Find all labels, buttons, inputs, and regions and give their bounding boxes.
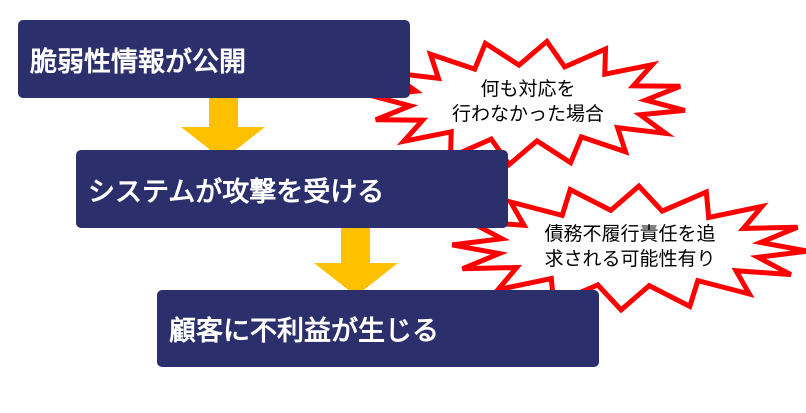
step-label-3: 顧客に不利益が生じる (169, 316, 439, 347)
callout-2-line-1: 債務不履行責任を追 (544, 223, 716, 245)
step-box-1: 脆弱性情報が公開 (18, 20, 410, 98)
down-arrow-1 (181, 90, 265, 160)
callout-1-line-2: 行わなかった場合 (451, 103, 604, 125)
step-label-1: 脆弱性情報が公開 (30, 46, 246, 78)
callout-2-line-2: 求される可能性有り (544, 248, 716, 270)
step-box-2: システムが攻撃を受ける (76, 150, 508, 228)
callout-1-line-1: 何も対応を (480, 78, 576, 100)
down-arrow-2 (314, 222, 398, 296)
step-box-3: 顧客に不利益が生じる (157, 290, 599, 367)
step-label-2: システムが攻撃を受ける (88, 176, 385, 208)
callout-text-2: 債務不履行責任を追 求される可能性有り (520, 222, 740, 272)
callout-text-1: 何も対応を 行わなかった場合 (430, 77, 626, 127)
callout-burst-2 (451, 182, 806, 314)
